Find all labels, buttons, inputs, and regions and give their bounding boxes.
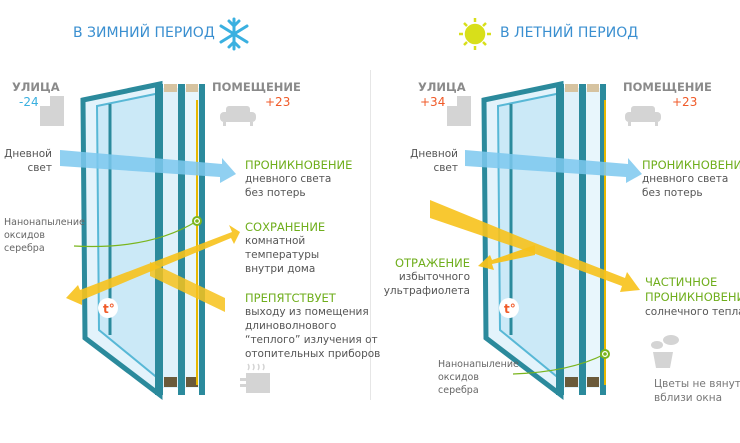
- sofa-icon: [625, 106, 661, 126]
- partial-penetration-note: ЧАСТИЧНОЕПРОНИКНОВЕНИЕ солнечного тепла: [645, 275, 740, 318]
- inside-label: ПОМЕЩЕНИЕ: [212, 80, 301, 94]
- inside-temp: +23: [672, 95, 698, 109]
- outside-temp: -24: [19, 95, 39, 109]
- summer-title: В ЛЕТНИЙ ПЕРИОД: [500, 25, 639, 41]
- plant-icon: [651, 335, 679, 368]
- radiator-icon: [240, 363, 270, 393]
- winter-daylight-arrow: [60, 150, 236, 183]
- winter-heat-arrow: [66, 225, 240, 305]
- inside-label: ПОМЕЩЕНИЕ: [623, 80, 712, 94]
- summer-coating-pointer: [512, 353, 606, 375]
- winter-heat-return-arrow: [150, 262, 225, 312]
- building-icon: [447, 96, 471, 126]
- sofa-icon: [220, 106, 256, 126]
- winter-title: В ЗИМНИЙ ПЕРИОД: [73, 25, 215, 41]
- sun-icon: [459, 18, 491, 50]
- building-icon: [40, 96, 64, 126]
- inside-temp: +23: [265, 95, 291, 109]
- winter-coating-pointer: [73, 220, 198, 248]
- winter-window: [83, 84, 205, 395]
- outside-label: УЛИЦА: [418, 80, 466, 94]
- outside-label: УЛИЦА: [12, 80, 60, 94]
- summer-daylight-arrow: [465, 150, 642, 183]
- outside-temp: +34: [420, 95, 446, 109]
- divider: [370, 70, 371, 400]
- summer-reflection-arrow: [478, 245, 535, 270]
- summer-window: [484, 84, 606, 395]
- snowflake-icon: [219, 17, 249, 51]
